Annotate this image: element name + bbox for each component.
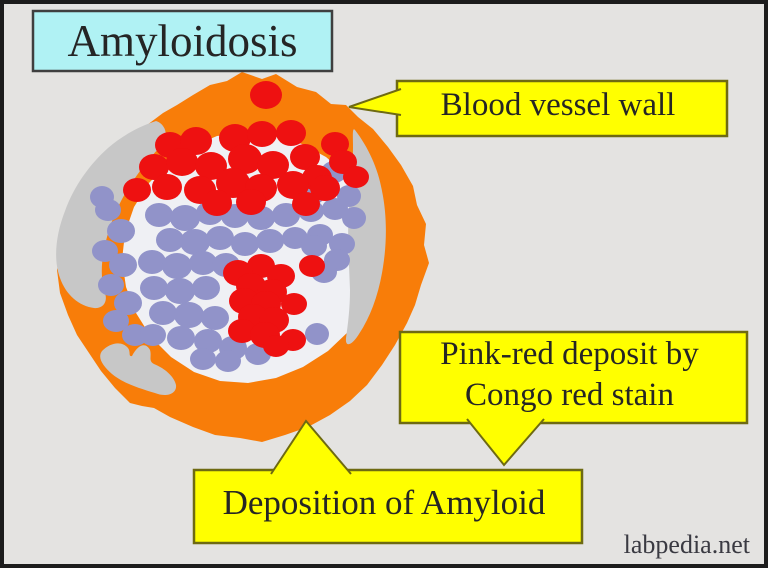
congo-red-dot <box>152 174 182 200</box>
callout-pointer-vessel-wall <box>348 88 402 116</box>
congo-red-dot <box>123 178 151 202</box>
congo-red-dot <box>236 189 266 215</box>
amyloid-dot-purple <box>170 205 200 231</box>
amyloidosis-diagram <box>31 9 749 545</box>
amyloid-dot-purple <box>301 235 327 257</box>
amyloid-dot-purple <box>190 348 216 370</box>
callout-pointer-deposition <box>270 419 352 475</box>
amyloid-dot-purple <box>90 186 114 208</box>
watermark-site-name: labpedia.net <box>623 530 750 559</box>
congo-red-dot <box>310 175 340 201</box>
callout-box-deposition <box>192 468 584 545</box>
congo-red-dot <box>290 144 320 170</box>
amyloid-dot-purple <box>165 278 195 304</box>
congo-red-dot <box>216 168 250 198</box>
congo-red-dot <box>247 121 277 147</box>
amyloid-dot-purple <box>98 274 124 296</box>
callout-pointer-congo-red <box>466 418 545 467</box>
amyloid-dot-purple <box>109 253 137 277</box>
amyloid-dot-purple <box>138 250 166 274</box>
congo-red-dot <box>228 144 262 174</box>
amyloid-dot-purple <box>145 203 173 227</box>
amyloid-dot-purple <box>103 310 129 332</box>
amyloid-dot-purple <box>194 329 222 353</box>
amyloid-dot-purple <box>114 291 142 315</box>
congo-red-dot <box>166 148 198 176</box>
amyloid-dot-purple <box>167 326 195 350</box>
hyaline-deposit-bottom-shape <box>100 343 177 395</box>
congo-red-dot <box>250 81 282 109</box>
title-box <box>31 9 334 73</box>
amyloid-dot-purple <box>140 324 166 346</box>
congo-red-dot <box>139 154 169 180</box>
amyloid-dot-purple <box>192 276 220 300</box>
amyloid-dot-purple <box>107 219 135 243</box>
amyloid-dot-purple <box>149 301 177 325</box>
amyloid-dot-purple <box>174 302 204 328</box>
congo-red-dot <box>292 192 320 216</box>
callout-box-vessel-wall <box>395 79 729 138</box>
amyloid-dot-purple <box>231 232 259 256</box>
amyloid-dot-purple <box>305 323 329 345</box>
congo-red-dot <box>277 171 309 199</box>
congo-red-dot <box>321 132 349 156</box>
amyloid-dot-purple <box>272 203 300 227</box>
amyloid-dot-purple <box>256 229 284 253</box>
congo-red-dot <box>228 319 256 343</box>
amyloid-dot-purple <box>342 207 366 229</box>
callout-box-congo-red <box>398 330 749 425</box>
amyloid-dot-purple <box>201 306 229 330</box>
congo-red-dot <box>263 335 289 357</box>
amyloid-dot-purple <box>215 350 241 372</box>
amyloid-dot-purple <box>92 240 118 262</box>
congo-red-dot <box>195 152 227 180</box>
red-dots-layer <box>123 81 369 357</box>
congo-red-dot <box>180 127 212 155</box>
amyloid-dot-purple <box>189 251 217 275</box>
congo-red-dot <box>343 166 369 188</box>
amyloid-dot-purple <box>122 324 148 346</box>
amyloid-dot-purple <box>162 253 192 279</box>
amyloid-dot-purple <box>206 226 234 250</box>
amyloid-dot-purple <box>140 276 168 300</box>
amyloid-dot-purple <box>322 198 348 220</box>
amyloid-dot-purple <box>180 229 210 255</box>
congo-red-dot <box>202 190 232 216</box>
amyloid-dot-purple <box>156 228 184 252</box>
congo-red-dot <box>281 293 307 315</box>
congo-red-dot <box>299 255 325 277</box>
congo-red-dot <box>257 151 289 179</box>
congo-red-dot <box>276 120 306 146</box>
